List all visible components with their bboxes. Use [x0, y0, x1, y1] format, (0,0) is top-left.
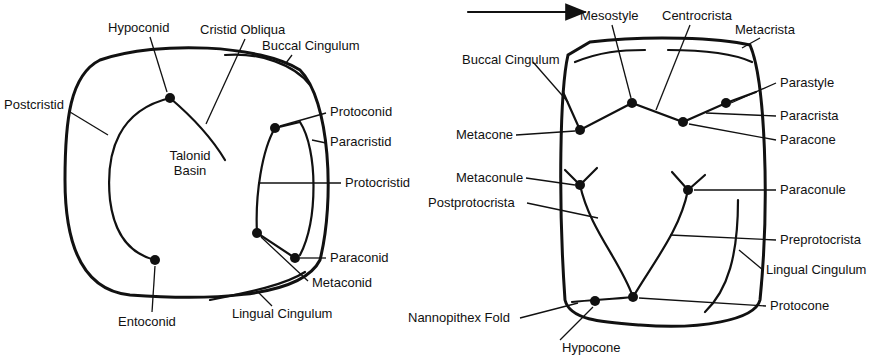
style-label: Parastyle — [780, 75, 834, 90]
buccal-cingulum — [225, 55, 310, 85]
crest-label: Preprotocrista — [780, 232, 861, 247]
basin-label: Talonid Basin — [160, 148, 220, 178]
conule-label: Metaconule — [456, 170, 523, 185]
style-label: Mesostyle — [580, 8, 639, 23]
cusp-label: Hypocone — [562, 340, 621, 355]
crest-label: Paracristid — [330, 134, 391, 149]
cusp-label: Metacone — [456, 127, 513, 142]
buccal-cingulum — [575, 50, 645, 62]
nannopithex-fold — [572, 297, 633, 302]
transition-arrow — [468, 11, 585, 13]
lingual-cingulum — [705, 200, 738, 312]
leader-lines — [70, 25, 776, 340]
cusp-label: Hypoconid — [108, 20, 169, 35]
cusp-label: Protoconid — [330, 104, 392, 119]
cusp-dots — [150, 93, 731, 306]
crest-label: Cristid Obliqua — [200, 22, 285, 37]
conule-label: Paraconule — [780, 182, 846, 197]
cingulum-label: Lingual Cingulum — [232, 306, 332, 321]
cusp-label: Paracone — [780, 132, 836, 147]
cingulum-label: Lingual Cingulum — [766, 262, 866, 277]
upper-molar-outline — [561, 38, 765, 326]
fold-label: Nannopithex Fold — [408, 310, 510, 325]
cusp-label: Paraconid — [330, 250, 389, 265]
crest-label: Protocristid — [345, 175, 410, 190]
postprotocrista — [580, 185, 633, 297]
paracristid — [275, 122, 314, 255]
crest-label: Postcristid — [4, 97, 64, 112]
lower-molar-outline — [65, 48, 328, 298]
cingulum-label: Metacrista — [735, 22, 795, 37]
cusp-label: Entoconid — [118, 314, 176, 329]
lingual-cingulum — [210, 272, 305, 300]
ectoloph — [563, 92, 756, 130]
cusp-label: Metaconid — [312, 275, 372, 290]
crest-label: Buccal Cingulum — [462, 52, 560, 67]
cusp-label: Protocone — [770, 298, 829, 313]
crest-label: Postprotocrista — [428, 195, 515, 210]
cingulum-label: Buccal Cingulum — [262, 38, 360, 53]
preprotocrista — [633, 190, 688, 297]
crest-label: Centrocrista — [662, 8, 732, 23]
crest-label: Paracrista — [780, 108, 839, 123]
buccal-cingulum — [668, 50, 752, 62]
postcristid — [109, 98, 170, 260]
